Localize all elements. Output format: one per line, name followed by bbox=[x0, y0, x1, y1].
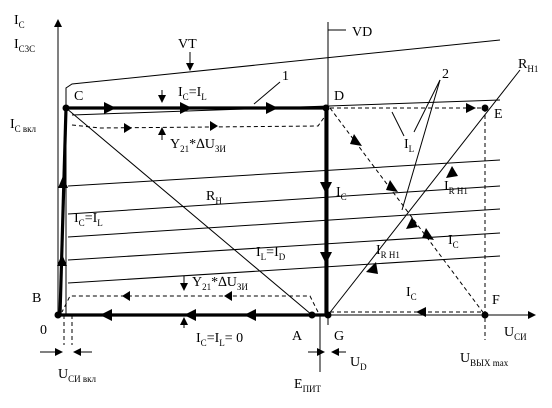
x-axis-label: UCИ bbox=[504, 325, 527, 342]
output-characteristics bbox=[65, 39, 501, 315]
load-line-rh bbox=[65, 107, 313, 316]
origin-label: 0 bbox=[40, 323, 47, 338]
irh1-lower-label: IR H1 bbox=[376, 243, 400, 260]
ic-eq-il-top: IC=IL bbox=[178, 85, 207, 102]
y21-bottom-label: Y21*∆UЗИ bbox=[192, 275, 248, 292]
vt-label: VT bbox=[178, 37, 197, 52]
ud-label: UD bbox=[350, 355, 367, 372]
point-g-label: G bbox=[334, 329, 344, 344]
e-pit-label: EПИТ bbox=[294, 377, 322, 394]
label-1: 1 bbox=[282, 69, 289, 84]
rh-label: RH bbox=[206, 189, 222, 206]
point-b-label: B bbox=[32, 291, 41, 306]
vd-label: VD bbox=[352, 25, 372, 40]
point-c-label: C bbox=[74, 89, 83, 104]
y21-top-label: Y21*∆UЗИ bbox=[170, 137, 226, 154]
dashed-paths bbox=[61, 103, 486, 345]
point-a-label: A bbox=[292, 329, 303, 344]
il-right-label: IL bbox=[404, 137, 414, 154]
load-line-rh1 bbox=[327, 69, 521, 316]
trajectory-arrows bbox=[57, 102, 332, 321]
ic-mid-label: IC bbox=[336, 185, 347, 202]
irh1-upper-label: IR H1 bbox=[444, 179, 468, 196]
ic-eq-il-left: IC=IL bbox=[74, 211, 103, 228]
u-out-max-label: UВЫХ max bbox=[460, 351, 509, 368]
zero-current-label: IC=IL= 0 bbox=[196, 331, 243, 348]
ic-on-label: IC вкл bbox=[10, 117, 37, 134]
y-axis-label: IC bbox=[14, 13, 25, 30]
ic-right-label: IC bbox=[448, 233, 459, 250]
point-f-label: F bbox=[492, 293, 500, 308]
rh1-label: RH1 bbox=[518, 57, 538, 74]
point-e-label: E bbox=[494, 107, 503, 122]
ic-bottom-label: IC bbox=[406, 285, 417, 302]
u-si-on-label: UCИ вкл bbox=[58, 367, 96, 384]
label-2: 2 bbox=[442, 67, 449, 82]
point-d-label: D bbox=[334, 89, 344, 104]
key-points bbox=[54, 104, 489, 319]
il-eq-id-label: IL=ID bbox=[256, 245, 286, 262]
rh1-arrows bbox=[366, 166, 458, 274]
y-axis-alt-label: IC3C bbox=[14, 37, 35, 54]
dimension-arrows bbox=[40, 316, 346, 372]
